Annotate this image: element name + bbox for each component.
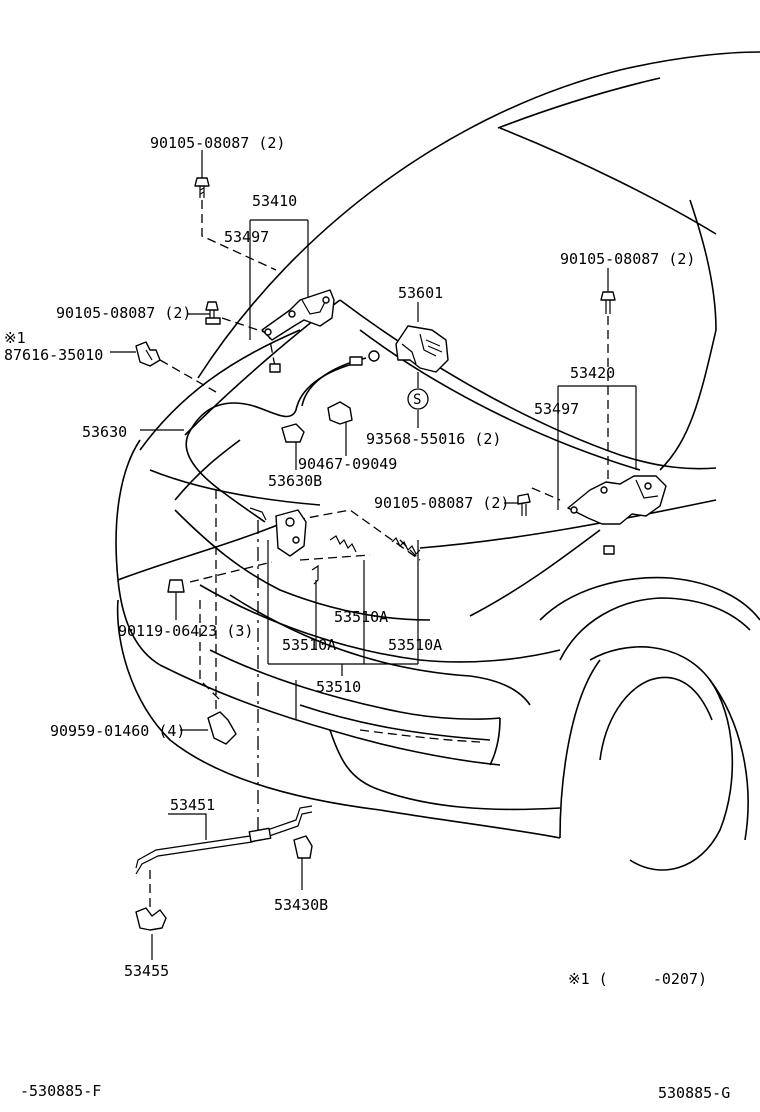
spring-icon [311,535,421,585]
label-bolt: 90119-06423 (3) [118,622,253,640]
label-clamp-53630b: 53630B [268,472,322,490]
hood-release-cable [185,350,380,523]
label-latch-a2: 53510A [282,636,336,654]
vehicle-body-outline [115,51,760,871]
clamp-icon [293,835,313,859]
hood-lock-icon [395,325,449,373]
label-screw-right: 90105-08087 (2) [560,250,695,268]
label-clip-87616: 87616-35010 [4,346,103,364]
rod-holder-icon [135,907,167,931]
clamp-icon [281,423,305,443]
bolt-icon [167,579,185,593]
label-screw-mid: 90105-08087 (2) [374,494,509,512]
label-latch-a1: 53510A [334,608,388,626]
label-latch: 53510 [316,678,361,696]
leader-lines [110,150,637,960]
hinge-support-icon [603,545,615,555]
hood-hinge-left-icon [261,289,335,341]
hinge-support-icon [269,363,281,373]
label-lock: 53601 [398,284,443,302]
label-note-mark: ※1 [4,329,26,347]
screw-icon [600,291,616,314]
support-rod-icon [135,805,313,875]
label-cable: 53630 [82,423,127,441]
label-screw-93568: 93568-55016 (2) [366,430,501,448]
hood-latch-icon [249,507,307,557]
label-clip-90959: 90959-01460 (4) [50,722,185,740]
label-support-right: 53497 [534,400,579,418]
clip-icon [327,401,353,425]
label-holder: 53455 [124,962,169,980]
dashed-leaders [149,200,609,910]
s-symbol [407,388,429,410]
label-clamp-53430b: 53430B [274,896,328,914]
label-hinge-left: 53410 [252,192,297,210]
screw-icon [194,177,210,198]
screw-icon [517,493,531,516]
part-labels: 90105-08087 (2) 53410 53497 90105-08087 … [4,134,730,1102]
hood-hinge-right-icon [567,475,667,525]
label-hinge-right: 53420 [570,364,615,382]
label-clip-90467: 90467-09049 [298,455,397,473]
label-screw-top: 90105-08087 (2) [150,134,285,152]
clip-icon [207,711,237,745]
clip-icon [135,341,161,367]
screw-icon [205,301,221,325]
footnote: ※1 ( -0207) [568,970,707,988]
label-latch-a3: 53510A [388,636,442,654]
label-s-symbol: S [413,392,421,408]
label-screw-left: 90105-08087 (2) [56,304,191,322]
label-rod: 53451 [170,796,215,814]
label-support-left: 53497 [224,228,269,246]
reference-right: 530885-G [658,1084,730,1102]
reference-left: -530885-F [20,1082,101,1100]
